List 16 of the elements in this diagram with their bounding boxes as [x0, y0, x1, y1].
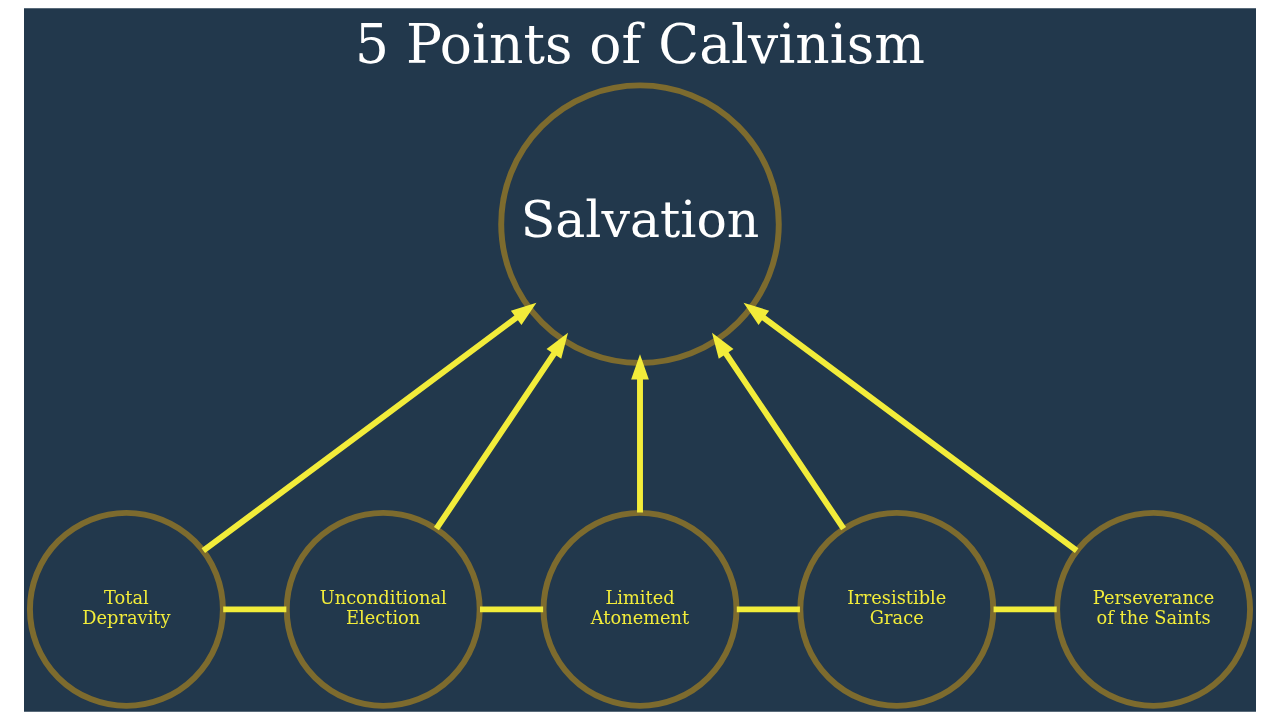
node-circle: Unconditional Election: [283, 509, 483, 709]
node-circle: Irresistible Grace: [797, 509, 997, 709]
arrow: [743, 302, 1079, 554]
arrow: [433, 332, 568, 531]
arrow: [631, 354, 649, 513]
arrow: [201, 302, 537, 554]
connector: [223, 606, 287, 613]
node-circle: Total Depravity: [26, 509, 226, 709]
node-circle: Limited Atonement: [540, 509, 740, 709]
connector: [736, 606, 800, 613]
arrow: [712, 332, 847, 531]
connector: [993, 606, 1057, 613]
node-circle: Perseverance of the Saints: [1054, 509, 1254, 709]
node-circle: Salvation: [498, 82, 782, 366]
diagram-title: 5 Points of Calvinism: [355, 12, 925, 76]
connector: [480, 606, 544, 613]
